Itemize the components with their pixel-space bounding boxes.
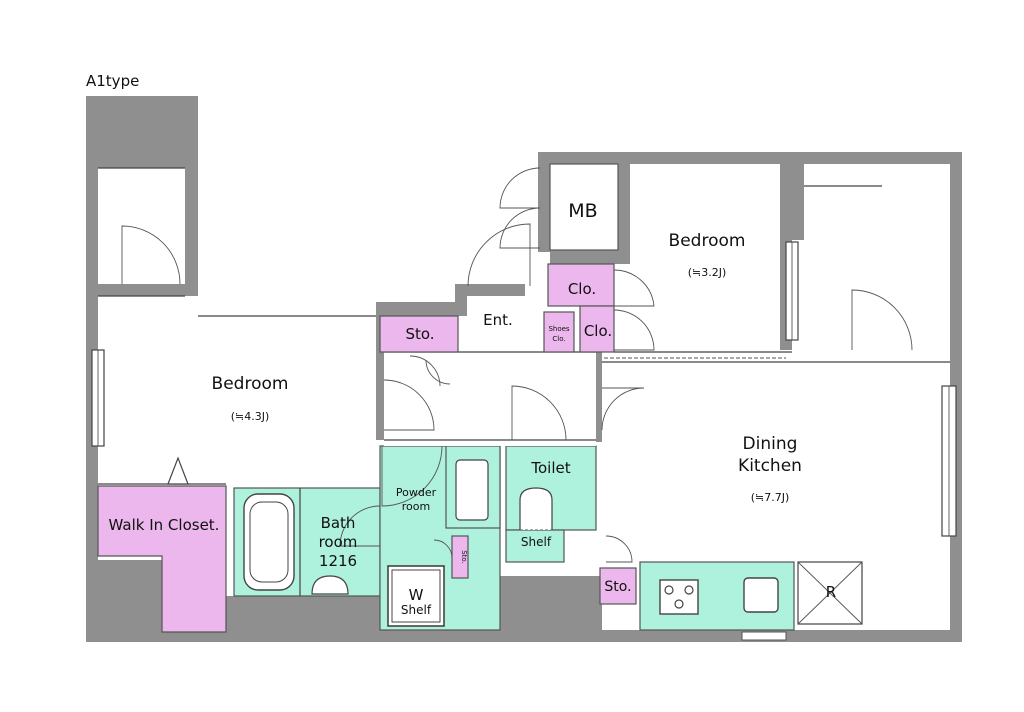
door-entrance xyxy=(467,223,531,287)
shoes-label-line2: Clo. xyxy=(552,335,565,343)
meter-box xyxy=(549,163,619,251)
wall-tower-right xyxy=(185,168,198,308)
dining-label-line1: Dining xyxy=(743,434,798,454)
bathtub xyxy=(243,493,295,591)
wall-bedroom-right-upper xyxy=(776,152,804,240)
vanity-sink xyxy=(455,459,489,521)
bath-basin xyxy=(311,575,349,595)
powder-label-line2: room xyxy=(402,500,430,513)
wall-ent-top xyxy=(455,284,525,296)
door-closet-2 xyxy=(613,309,655,351)
fridge-label: R xyxy=(826,583,836,601)
dining-label-line2: Kitchen xyxy=(738,456,802,476)
door-sto-lower xyxy=(605,535,633,563)
door-balcony-right xyxy=(851,289,913,351)
storage-lower-label: Sto. xyxy=(604,579,631,595)
windows xyxy=(91,241,957,537)
bath-label-line3: 1216 xyxy=(319,552,357,570)
washer-shelf-label: Shelf xyxy=(401,603,432,617)
entrance xyxy=(467,296,529,352)
door-powder xyxy=(381,445,443,507)
storage-upper xyxy=(379,315,459,353)
walk-in-closet xyxy=(97,485,227,633)
wall-mb-bottom xyxy=(550,250,630,264)
bedroom-left-floor xyxy=(98,296,376,484)
wall-left-lower xyxy=(86,484,98,642)
door-dining xyxy=(601,387,645,431)
entrance-label: Ent. xyxy=(483,311,513,329)
rooms xyxy=(97,163,950,641)
shoes-closet xyxy=(543,311,575,353)
bath-label-line1: Bath xyxy=(321,514,356,532)
balcony-right xyxy=(804,164,950,350)
washer-space xyxy=(387,565,445,627)
bedroom-right-label: Bedroom xyxy=(669,231,746,251)
balcony-left xyxy=(98,168,185,284)
type-label: A1type xyxy=(86,72,139,90)
wall-top-right xyxy=(538,152,962,164)
closet-lower-label: Clo. xyxy=(584,322,612,340)
wic-entry-marker xyxy=(167,456,189,485)
stove xyxy=(659,579,699,615)
storage-lower xyxy=(599,567,637,605)
bedroom-left-size: (≒4.3J) xyxy=(231,410,270,423)
dining-size: (≒7.7J) xyxy=(751,491,790,504)
closet-upper xyxy=(547,263,615,307)
wic-label: Walk In Closet. xyxy=(109,516,220,534)
wall-mb-left xyxy=(538,152,550,252)
bath-label-line2: room xyxy=(319,533,358,551)
wall-top-left-tower xyxy=(86,96,198,168)
door-mb-2 xyxy=(499,207,541,249)
shoes-label-line1: Shoes xyxy=(548,325,569,333)
wall-right-upper xyxy=(950,152,962,352)
labels: A1type Bedroom (≒4.3J) Bedroom (≒3.2J) D… xyxy=(86,72,836,617)
washer-label: W xyxy=(409,586,424,604)
door-bath xyxy=(339,505,381,547)
door-balcony-left xyxy=(121,225,181,285)
wall-hall-left xyxy=(376,316,384,440)
bedroom-right-floor xyxy=(630,164,780,350)
toilet-bowl xyxy=(519,487,553,530)
door-toilet xyxy=(511,385,567,441)
kitchen-sink xyxy=(743,577,779,613)
bedroom-right-size: (≒3.2J) xyxy=(688,266,727,279)
door-closet-1 xyxy=(613,269,655,307)
toilet-shelf-label: Shelf xyxy=(521,535,552,549)
door-mb-1 xyxy=(499,167,541,209)
wall-wic-notch xyxy=(98,560,162,630)
storage-upper-label: Sto. xyxy=(405,325,434,343)
storage-small-label: Sto. xyxy=(460,550,468,564)
wall-left-upper xyxy=(86,284,198,296)
closet-lower xyxy=(579,305,615,353)
toilet-label: Toilet xyxy=(530,459,570,477)
closet-upper-label: Clo. xyxy=(568,280,596,298)
wall-mb-right xyxy=(618,152,630,264)
mb-label: MB xyxy=(568,200,597,222)
door-swings xyxy=(121,167,913,563)
wall-bottom-bath xyxy=(226,596,380,630)
wall-hall-right xyxy=(596,352,602,442)
door-bedroom-left xyxy=(383,379,435,431)
powder-label-line1: Powder xyxy=(396,486,437,499)
bedroom-left-label: Bedroom xyxy=(212,374,289,394)
hallway xyxy=(384,352,596,446)
